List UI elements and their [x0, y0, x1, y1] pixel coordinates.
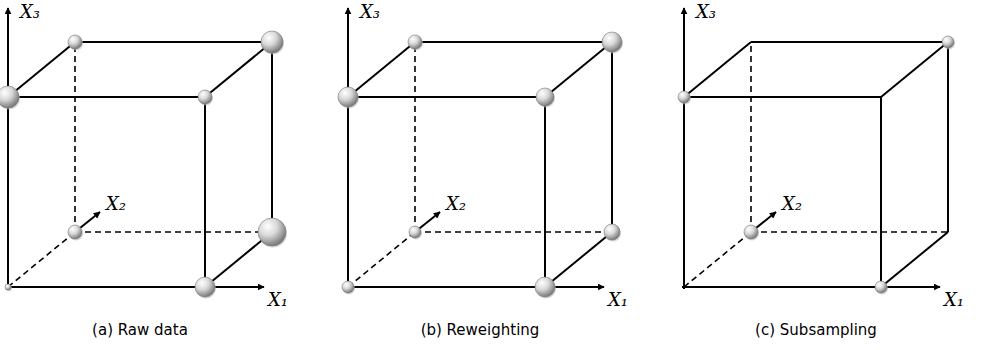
hidden-edge	[75, 231, 272, 233]
weight-sphere	[942, 36, 954, 48]
cube-edge	[348, 42, 415, 97]
axis-label: X₃	[20, 2, 40, 22]
cube-edge	[881, 232, 948, 287]
cube	[678, 8, 955, 295]
weight-sphere	[68, 35, 82, 49]
cube-edge	[751, 41, 948, 43]
weight-sphere	[535, 277, 555, 297]
cube-edge	[947, 42, 949, 232]
cube-edge	[8, 96, 205, 98]
weight-sphere	[198, 90, 212, 104]
weight-sphere	[409, 226, 421, 238]
weight-sphere	[602, 32, 622, 52]
panel-caption: (b) Reweighting	[421, 322, 540, 339]
weight-sphere	[0, 86, 19, 108]
cube-edge	[205, 42, 272, 97]
axis-arrow	[683, 8, 685, 289]
cube	[338, 8, 623, 299]
cube-edge	[348, 96, 545, 98]
hidden-edge	[750, 42, 752, 232]
weight-sphere	[678, 91, 690, 103]
weight-sphere	[338, 87, 358, 107]
weight-sphere	[195, 277, 215, 297]
cube-edge	[611, 42, 613, 232]
cube-edge	[204, 97, 206, 287]
panel-caption: (a) Raw data	[92, 322, 188, 339]
axis-label: X₂	[446, 194, 466, 214]
cube-edge	[881, 42, 948, 97]
cube-edge	[544, 97, 546, 287]
hidden-edge	[74, 42, 76, 232]
cube	[0, 8, 287, 299]
hidden-edge	[348, 232, 415, 287]
axis-label: X₁	[608, 290, 628, 310]
cube-edge	[880, 97, 882, 287]
weight-sphere	[342, 281, 354, 293]
axis-label: X₁	[944, 290, 964, 310]
axis-label: X₂	[106, 194, 126, 214]
cube-edge	[684, 42, 751, 97]
weight-sphere	[744, 225, 758, 239]
axis-arrow	[347, 8, 349, 289]
cube-edge	[75, 41, 272, 43]
cube-edge	[545, 232, 612, 287]
cube-edge	[8, 42, 75, 97]
cube-edge	[415, 41, 612, 43]
weight-sphere	[536, 88, 554, 106]
weight-sphere	[261, 31, 283, 53]
axis-arrow	[682, 286, 940, 288]
axis-label: X₃	[360, 2, 380, 22]
axis-arrow	[6, 286, 264, 288]
axis-arrow	[346, 286, 604, 288]
weight-sphere	[68, 225, 82, 239]
cube-edge	[545, 42, 612, 97]
axis-label: X₂	[782, 194, 802, 214]
weight-sphere	[5, 284, 11, 290]
hidden-edge	[751, 231, 948, 233]
cube-edge	[684, 96, 881, 98]
hidden-edge	[684, 232, 751, 287]
hidden-edge	[414, 42, 416, 232]
weight-sphere	[258, 218, 286, 246]
weight-sphere	[875, 281, 887, 293]
hidden-edge	[8, 232, 75, 287]
axis-label: X₃	[696, 2, 716, 22]
panel-caption: (c) Subsampling	[755, 322, 877, 339]
weight-sphere	[604, 224, 620, 240]
axis-label: X₁	[268, 290, 288, 310]
hidden-edge	[415, 231, 612, 233]
cube-edge	[271, 42, 273, 232]
weight-sphere	[408, 35, 422, 49]
axis-arrow	[7, 8, 9, 289]
